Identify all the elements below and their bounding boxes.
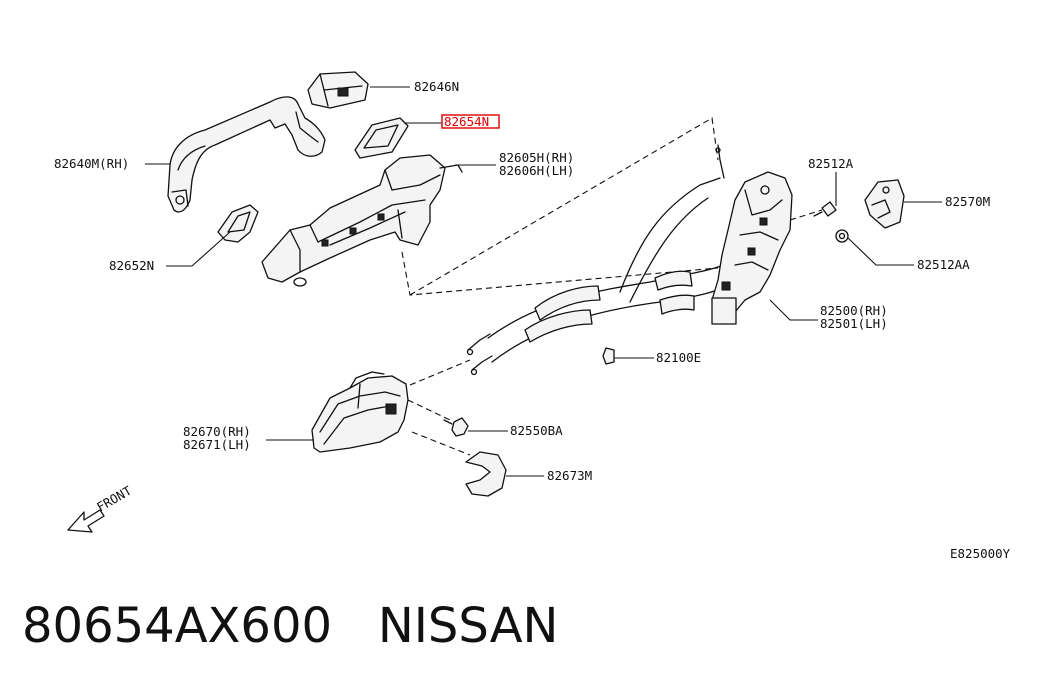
- striker-part[interactable]: [864, 179, 905, 229]
- label-lock-rh: 82500(RH): [820, 303, 888, 318]
- label-front: FRONT: [94, 483, 134, 515]
- label-escutcheon: 82673M: [547, 468, 592, 483]
- connection-line-2: [409, 117, 719, 296]
- label-clip: 82100E: [656, 350, 701, 365]
- escutcheon-part[interactable]: [465, 451, 507, 497]
- label-lock-lh: 82501(LH): [820, 316, 888, 331]
- label-diagram-code: E825000Y: [950, 546, 1011, 561]
- handle-bracket-part[interactable]: [261, 154, 463, 287]
- label-bracket-rh: 82605H(RH): [499, 150, 574, 165]
- gasket-front-part[interactable]: [217, 204, 259, 243]
- highlight-box: [441, 114, 500, 129]
- clip-part[interactable]: [602, 347, 615, 365]
- label-bolt: 82512A: [808, 156, 854, 171]
- label-handle: 82640M(RH): [54, 156, 129, 171]
- outside-handle-part[interactable]: [167, 96, 326, 213]
- part-number: 80654AX600: [22, 598, 333, 654]
- connection-line-3: [409, 359, 471, 386]
- label-bolt-2: 82512AA: [917, 257, 970, 272]
- label-screw: 82550BA: [510, 423, 563, 438]
- gasket-rear-part[interactable]: [354, 117, 409, 159]
- footer-title: 80654AX600 NISSAN: [22, 598, 558, 654]
- label-inside-handle-lh: 82671(LH): [183, 437, 251, 452]
- connection-line-5: [411, 431, 471, 456]
- bolt-part[interactable]: [813, 201, 837, 217]
- label-striker: 82570M: [945, 194, 990, 209]
- handle-cover-part[interactable]: [307, 71, 369, 109]
- label-bracket-lh: 82606H(LH): [499, 163, 574, 178]
- leader-lines: [145, 86, 942, 477]
- door-lock-part[interactable]: [711, 171, 793, 325]
- brand-name: NISSAN: [377, 598, 559, 654]
- connection-line-4: [407, 399, 451, 421]
- lock-cables: [466, 144, 736, 376]
- screw-part[interactable]: [443, 417, 469, 437]
- label-handle-cover: 82646N: [414, 79, 459, 94]
- label-gasket-highlighted[interactable]: 82654N: [444, 114, 489, 129]
- label-gasket-front: 82652N: [109, 258, 154, 273]
- front-arrow-icon: [67, 509, 105, 533]
- bolt-2-part[interactable]: [835, 229, 849, 243]
- label-inside-handle-rh: 82670(RH): [183, 424, 251, 439]
- connection-line-6: [789, 209, 823, 221]
- inside-handle-part[interactable]: [311, 371, 409, 453]
